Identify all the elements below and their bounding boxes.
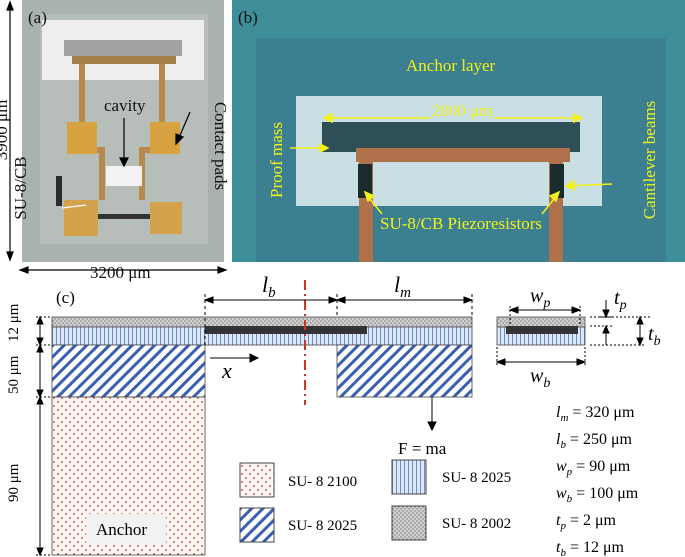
legend-swatch-2002 bbox=[391, 505, 427, 541]
param-lm: lm = 320 μm bbox=[556, 404, 635, 424]
wp-label: wp bbox=[530, 285, 550, 311]
legend-swatch-2025-diag bbox=[239, 507, 275, 543]
su8-2002-layer bbox=[51, 316, 473, 328]
width-dimension-label: 3200 μm bbox=[90, 263, 151, 282]
cavity-label: cavity bbox=[104, 96, 146, 115]
contact-pad bbox=[150, 122, 180, 154]
piezoresistor bbox=[358, 164, 372, 198]
param-lb: lb = 250 μm bbox=[556, 431, 633, 451]
legend-label-2100: SU- 8 2100 bbox=[288, 474, 357, 490]
proof-mass-frame bbox=[64, 40, 182, 56]
device-photo-b-drawing bbox=[232, 0, 685, 262]
contact-pad bbox=[150, 202, 182, 234]
piezoresistor-layer bbox=[205, 326, 367, 334]
dim-90-label: 90 μm bbox=[6, 463, 22, 502]
dim-12-label: 12 μm bbox=[6, 303, 22, 342]
panel-c-label: (c) bbox=[56, 288, 75, 307]
device-photo-b bbox=[232, 0, 685, 262]
anchor-2025-block bbox=[51, 344, 206, 398]
param-wb: wb = 100 μm bbox=[556, 485, 639, 505]
panel-b-label: (b) bbox=[238, 8, 258, 27]
x-axis-label: x bbox=[221, 358, 232, 383]
lm-label: lm bbox=[394, 272, 411, 301]
panel-a-label: (a) bbox=[28, 8, 47, 27]
param-tb: tb = 12 μm bbox=[556, 539, 625, 557]
side-piezoresistor bbox=[506, 326, 578, 334]
anchor-layer-label: Anchor layer bbox=[406, 56, 496, 75]
span-label: 2000 μm bbox=[432, 101, 493, 120]
device-photo-a bbox=[22, 0, 224, 262]
proof-mass-block bbox=[336, 344, 473, 398]
anchor-label: Anchor bbox=[96, 520, 147, 539]
legend-swatch-2100 bbox=[239, 462, 275, 498]
dim-50-label: 50 μm bbox=[6, 355, 22, 394]
lb-label: lb bbox=[262, 272, 276, 301]
contact-pad bbox=[67, 122, 97, 154]
legend-label-2025-diag: SU- 8 2025 bbox=[288, 518, 357, 534]
panel-a-annotations bbox=[6, 0, 228, 274]
piezoresistor bbox=[550, 164, 564, 198]
legend-swatch-2025-vert bbox=[391, 459, 427, 495]
anchor-label-bg bbox=[86, 514, 166, 544]
legend-label-2025-vert: SU- 8 2025 bbox=[442, 470, 511, 486]
cavity-window bbox=[106, 166, 142, 186]
legend-label-2002: SU- 8 2002 bbox=[442, 516, 511, 532]
device-photo-a-drawing bbox=[22, 0, 224, 262]
param-tp: tp = 2 μm bbox=[556, 512, 617, 532]
wb-label: wb bbox=[530, 365, 550, 391]
param-wp: wp = 90 μm bbox=[556, 458, 631, 478]
piezoresistors-label: SU-8/CB Piezoresistors bbox=[380, 214, 542, 233]
panel-b-arrows bbox=[290, 112, 613, 215]
proof-mass bbox=[322, 122, 580, 152]
force-label: F = ma bbox=[398, 439, 447, 458]
parameter-list: lm = 320 μm lb = 250 μm wp = 90 μm wb = … bbox=[556, 404, 639, 557]
tp-label: tp bbox=[614, 287, 627, 313]
tb-label: tb bbox=[648, 323, 661, 349]
